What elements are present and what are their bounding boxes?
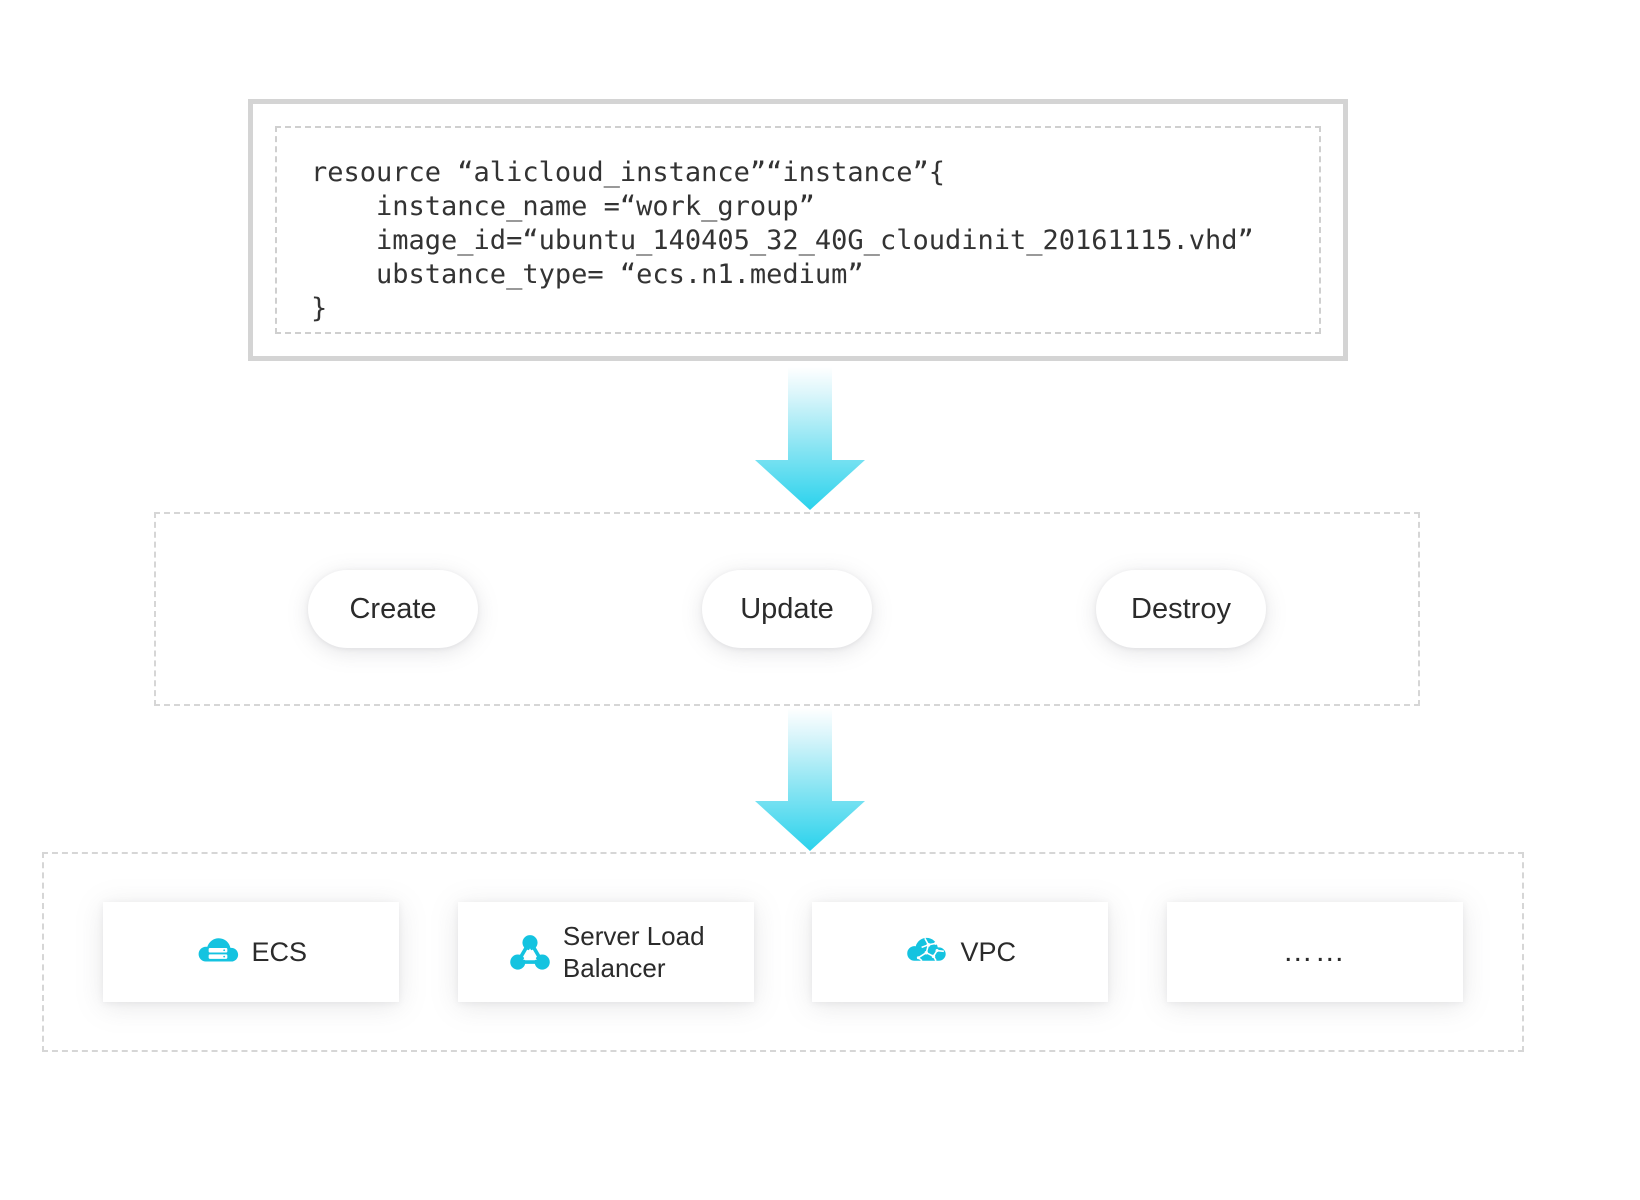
service-label-more-ellipsis: …… xyxy=(1282,935,1347,968)
service-card-ecs[interactable]: ECS xyxy=(103,902,400,1002)
action-button-update[interactable]: Update xyxy=(702,570,872,648)
service-card-more[interactable]: …… xyxy=(1166,902,1463,1002)
action-label-update: Update xyxy=(740,592,834,625)
service-label-vpc: VPC xyxy=(960,937,1017,967)
code-line-1: resource “alicloud_instance”“instance”{ xyxy=(311,157,945,188)
services-container: ECS Server Load Balancer xyxy=(42,852,1524,1052)
flow-arrow-code-to-actions xyxy=(755,367,865,510)
vpc-cloud-network-icon xyxy=(907,937,947,962)
action-button-destroy[interactable]: Destroy xyxy=(1096,570,1266,648)
action-button-create[interactable]: Create xyxy=(308,570,478,648)
actions-row: Create Update Destroy xyxy=(156,514,1418,704)
action-label-destroy: Destroy xyxy=(1131,592,1231,625)
code-line-3: image_id=“ubuntu_140405_32_40G_cloudinit… xyxy=(311,225,1254,256)
slb-nodes-icon xyxy=(510,935,550,970)
code-panel: resource “alicloud_instance”“instance”{ … xyxy=(248,99,1348,361)
code-line-5: } xyxy=(311,293,328,324)
actions-container: Create Update Destroy xyxy=(154,512,1420,706)
service-card-vpc[interactable]: VPC xyxy=(812,902,1109,1002)
code-line-4: ubstance_type= “ecs.n1.medium” xyxy=(311,259,864,290)
service-label-ecs: ECS xyxy=(251,937,308,967)
ecs-cloud-server-icon xyxy=(199,938,239,962)
action-label-create: Create xyxy=(349,592,437,625)
service-label-server-load-balancer: Server Load Balancer xyxy=(562,921,705,983)
flow-arrow-actions-to-services xyxy=(755,708,865,851)
code-panel-inner-dashed-frame: resource “alicloud_instance”“instance”{ … xyxy=(275,126,1321,334)
service-card-server-load-balancer[interactable]: Server Load Balancer xyxy=(457,902,754,1002)
services-row: ECS Server Load Balancer xyxy=(44,854,1522,1050)
code-line-2: instance_name =“work_group” xyxy=(311,191,815,222)
